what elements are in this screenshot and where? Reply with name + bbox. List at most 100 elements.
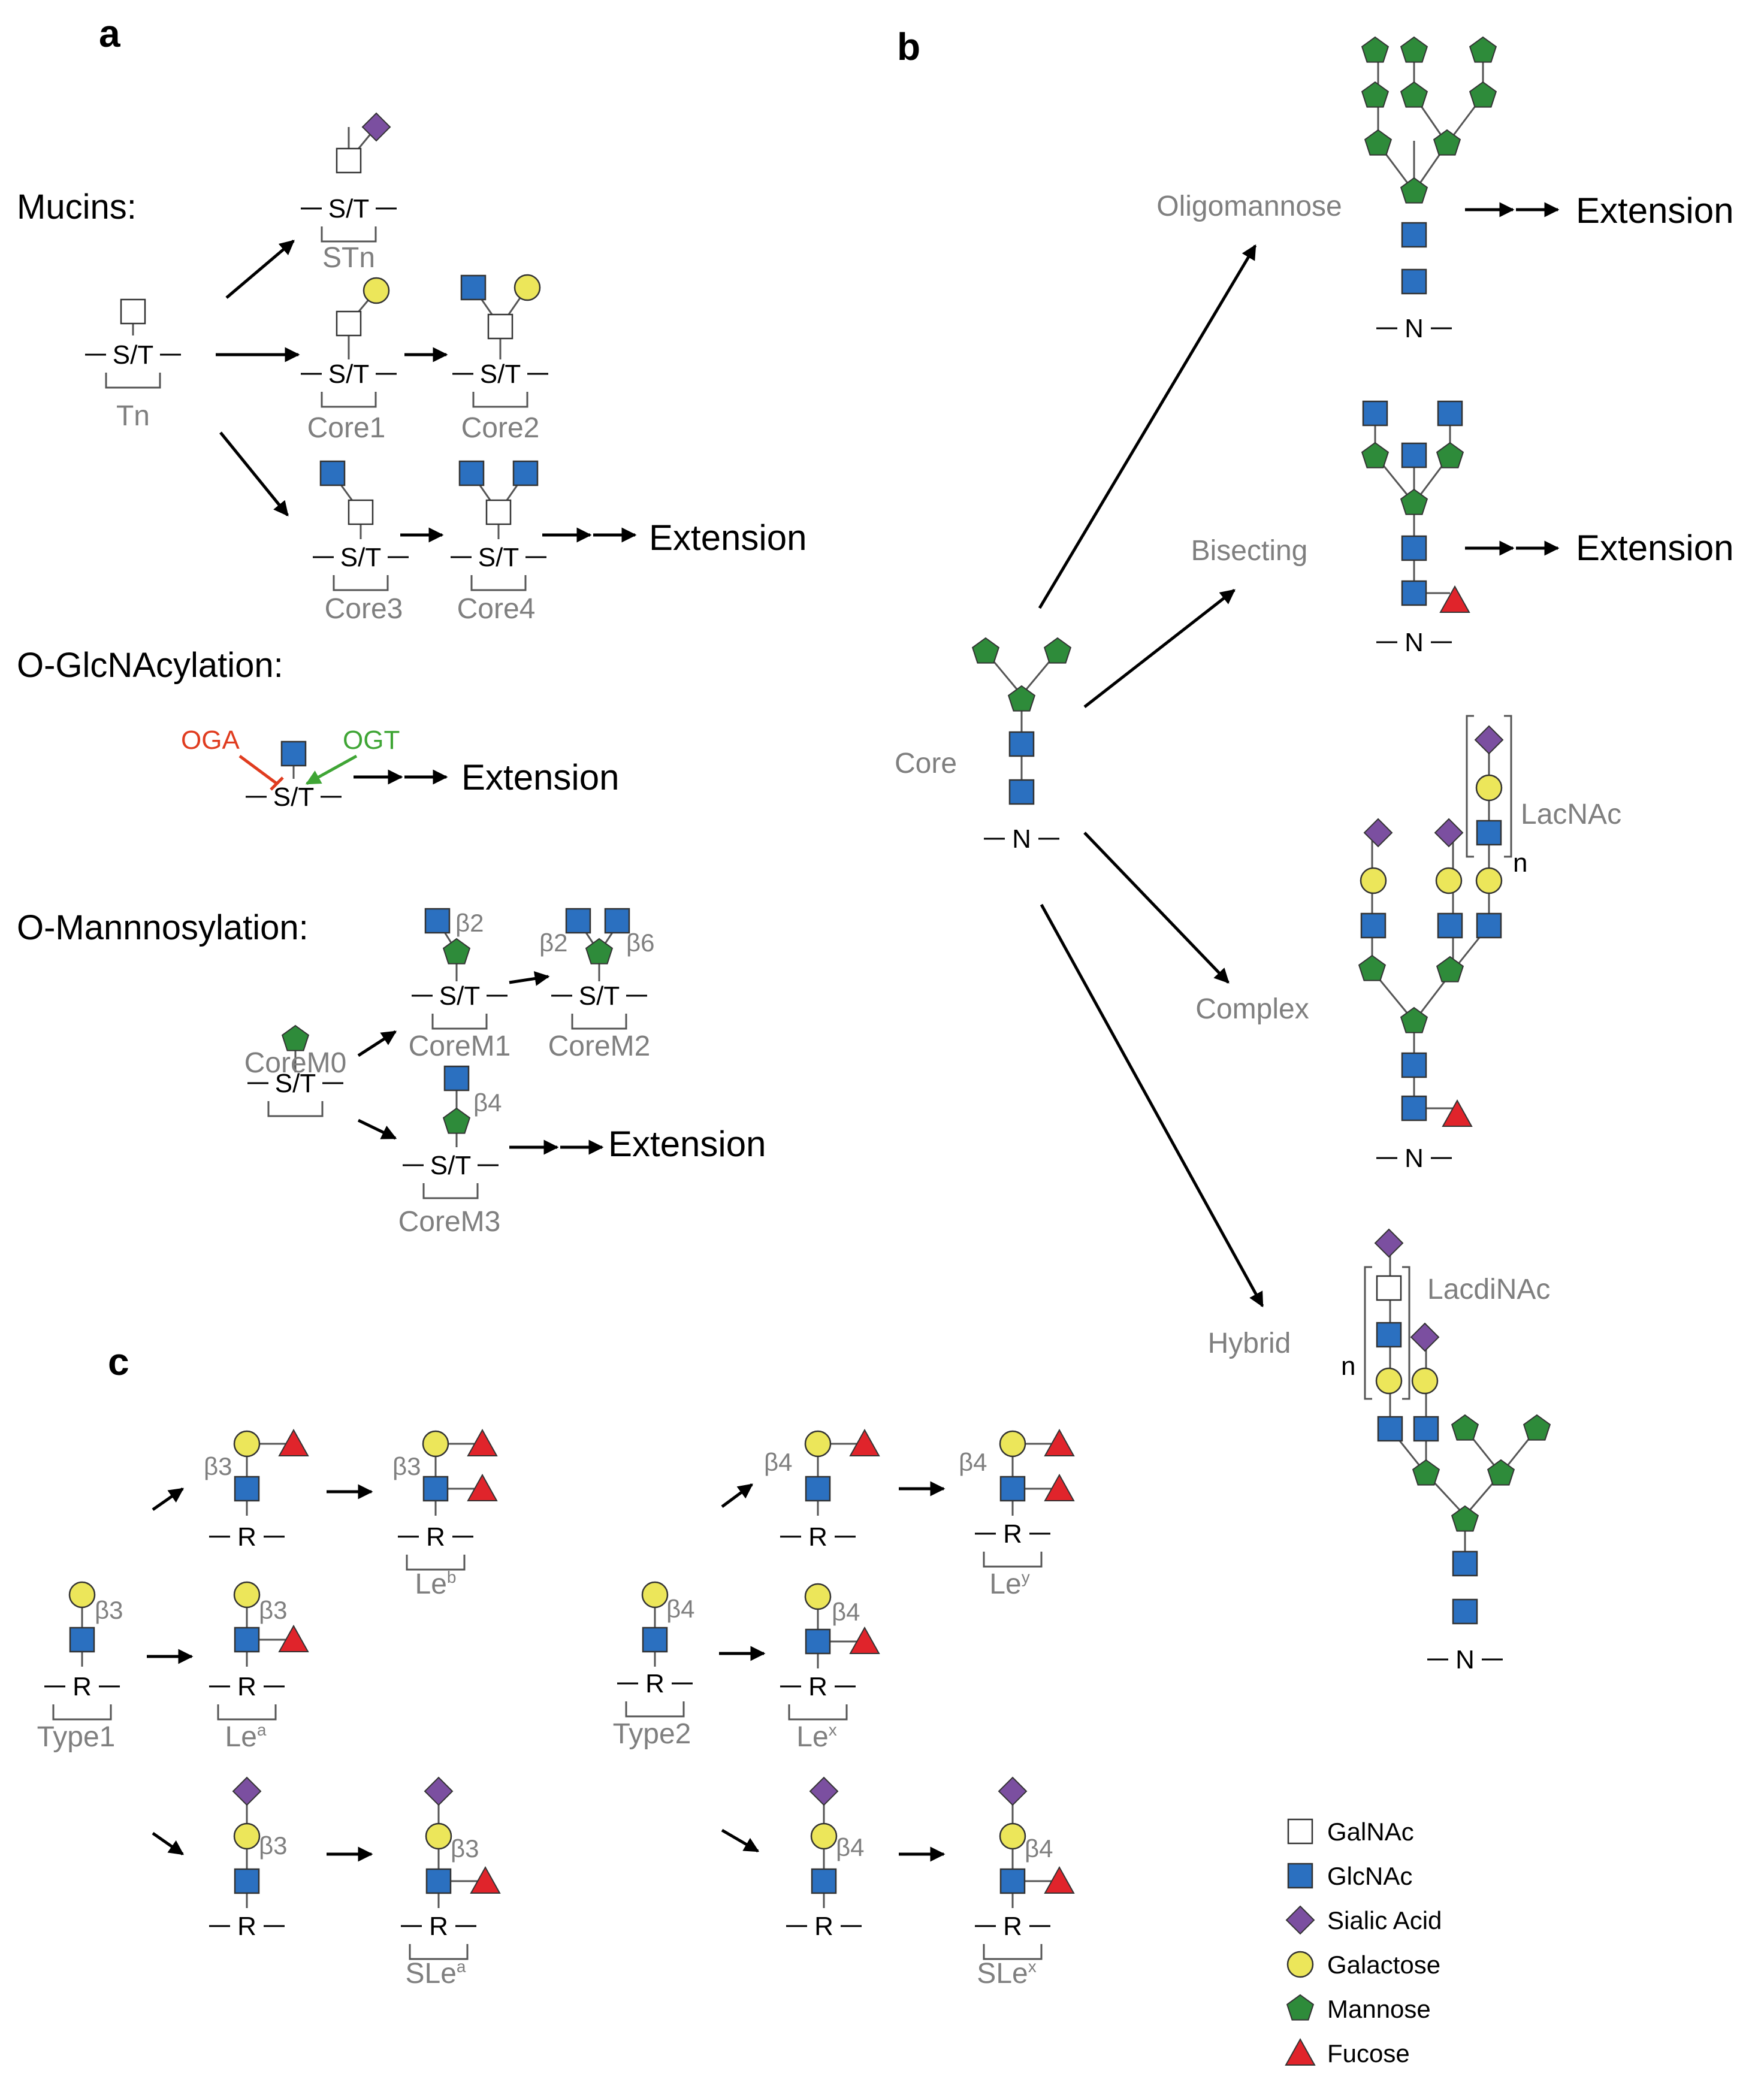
linkage-b3: β3: [451, 1834, 479, 1863]
site-label-n: N: [1404, 628, 1424, 657]
glcnac-square: [805, 1628, 831, 1655]
legend-label: GalNAc: [1327, 1818, 1414, 1846]
fucose-triangle: [278, 1428, 309, 1456]
slea-label: SLea: [406, 1957, 466, 1990]
glcnac-square: [811, 1868, 837, 1894]
corem1-label: CoreM1: [409, 1030, 511, 1062]
lea-label: Lea: [225, 1721, 267, 1753]
lacdinac-repeat-n: n: [1341, 1352, 1355, 1381]
mannose-pentagon: [1436, 442, 1464, 468]
ogt-label: OGT: [343, 725, 400, 755]
linkage-b2: β2: [455, 909, 484, 937]
linkage-b3: β3: [95, 1596, 123, 1624]
reaction-arrow: [152, 1487, 185, 1511]
glcnac-square: [280, 740, 307, 767]
reaction-arrow: [357, 1118, 397, 1140]
galactose-circle: [233, 1822, 261, 1850]
bisecting-extension-label: Extension: [1576, 528, 1734, 568]
galactose-circle: [999, 1430, 1026, 1458]
reaction-arrow: [1083, 589, 1236, 708]
glcnac-square: [422, 1476, 449, 1502]
glcnac-square: [1401, 442, 1427, 468]
oligomannose-extension-label: Extension: [1576, 191, 1734, 231]
mannose-pentagon: [1433, 129, 1461, 156]
lacdinac-bracket-right: [1402, 1266, 1410, 1400]
bisecting-label: Bisecting: [1191, 535, 1308, 567]
site-bracket: [788, 1704, 848, 1721]
mannose-pentagon-icon: [1286, 1994, 1315, 2021]
linkage-b4: β4: [764, 1448, 793, 1476]
glcnac-square: [1437, 400, 1463, 427]
core3-label: Core3: [325, 593, 403, 625]
galactose-circle: [1435, 867, 1463, 894]
glcnac-square: [1401, 222, 1427, 248]
site-label-st: S/T: [480, 359, 521, 389]
site-label-n: N: [1012, 824, 1031, 854]
fucose-triangle: [1442, 1099, 1473, 1127]
linkage-b4: β4: [959, 1448, 987, 1476]
glcnac-square: [999, 1868, 1026, 1894]
ogt-arrow: [305, 754, 358, 785]
site-label-r: R: [429, 1912, 448, 1941]
site-bracket: [217, 1704, 277, 1721]
site-bracket: [983, 1552, 1043, 1568]
glcnac-square: [565, 908, 591, 934]
site-label-st: S/T: [275, 1069, 316, 1098]
corem3-label: CoreM3: [398, 1206, 501, 1238]
galactose-circle: [1360, 867, 1387, 894]
site-label-r: R: [237, 1522, 256, 1552]
linkage-b4: β4: [836, 1833, 865, 1861]
galactose-circle-icon: [1286, 1951, 1314, 1978]
mannose-pentagon: [1400, 488, 1428, 515]
complex-label: Complex: [1195, 993, 1309, 1025]
mannose-pentagon: [1361, 36, 1390, 63]
fucose-triangle: [1044, 1428, 1075, 1456]
sialic-acid-diamond: [998, 1776, 1028, 1806]
galactose-circle: [1475, 867, 1503, 894]
glcnac-square: [1377, 1416, 1403, 1442]
oga-inhibit-line: [238, 754, 278, 785]
linkage-b3: β3: [259, 1596, 288, 1624]
tn-label: Tn: [116, 400, 150, 432]
site-label-r: R: [237, 1912, 256, 1941]
galactose-circle: [1475, 774, 1503, 802]
reaction-arrow: [1040, 903, 1264, 1308]
stn-label: STn: [322, 242, 375, 274]
glcnac-square: [1401, 1095, 1427, 1121]
glcnac-square: [1008, 779, 1035, 805]
oglcnac-extension-label: Extension: [461, 757, 620, 797]
glcnac-square: [443, 1065, 470, 1092]
sialic-acid-diamond: [809, 1776, 839, 1806]
site-bracket: [321, 392, 377, 408]
lacnac-bracket-left: [1466, 715, 1474, 858]
site-label-r: R: [814, 1912, 833, 1941]
slex-label: SLex: [977, 1957, 1036, 1990]
glcnac-square: [642, 1627, 668, 1653]
core4-label: Core4: [457, 593, 536, 625]
glcnac-square: [1413, 1416, 1439, 1442]
sialic-acid-diamond: [1363, 818, 1393, 848]
site-bracket: [406, 1555, 466, 1571]
glcnac-square: [460, 274, 487, 301]
site-bracket: [267, 1101, 324, 1117]
fucose-triangle: [467, 1473, 498, 1501]
site-bracket: [431, 1014, 488, 1030]
lacnac-repeat-n: n: [1513, 848, 1527, 878]
mannose-pentagon: [1361, 442, 1390, 468]
site-bracket: [983, 1944, 1043, 1960]
site-label-st: S/T: [340, 543, 381, 572]
core-label: Core: [895, 748, 957, 779]
ley-label: Ley: [989, 1568, 1029, 1600]
site-bracket: [52, 1704, 112, 1721]
glcnac-square: [1362, 400, 1388, 427]
glcnac-square: [1376, 1322, 1402, 1348]
mannose-pentagon: [1451, 1414, 1479, 1441]
galactose-circle: [804, 1430, 832, 1458]
reaction-arrow: [509, 971, 550, 986]
reaction-arrow: [1083, 832, 1230, 984]
leb-label: Leb: [415, 1568, 457, 1600]
site-label-st: S/T: [328, 359, 369, 389]
site-label-r: R: [1003, 1519, 1022, 1549]
